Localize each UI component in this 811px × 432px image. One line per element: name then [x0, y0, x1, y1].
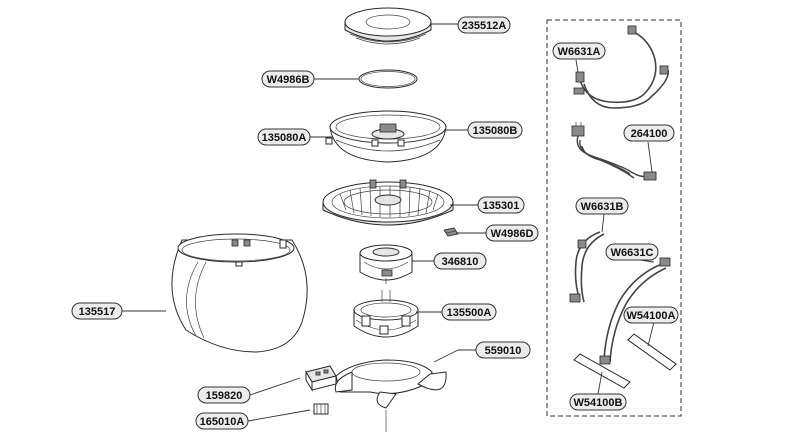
svg-text:135517: 135517 — [79, 306, 116, 318]
part-W54100A-drawing — [627, 333, 677, 371]
part-W6631C-drawing — [599, 257, 671, 365]
part-W54100B-drawing — [573, 353, 631, 389]
label-W54100B: W54100B — [569, 393, 627, 411]
svg-text:135080A: 135080A — [262, 132, 307, 144]
label-135301: 135301 — [477, 196, 525, 214]
svg-text:264100: 264100 — [631, 128, 668, 140]
label-W54100A: W54100A — [623, 306, 679, 324]
label-264100: 264100 — [623, 124, 675, 142]
svg-text:159820: 159820 — [206, 390, 243, 402]
part-135080-bowl-drawing — [325, 110, 447, 163]
label-159820: 159820 — [197, 386, 251, 404]
part-165010A-drawing — [313, 403, 329, 415]
part-W4986B-drawing — [358, 69, 418, 89]
part-W4986D-drawing — [443, 227, 459, 237]
svg-text:135500A: 135500A — [447, 307, 492, 319]
label-559010: 559010 — [475, 341, 531, 359]
label-W4986B: W4986B — [261, 70, 315, 88]
part-W6631A-drawing — [573, 25, 669, 109]
label-W6631B: W6631B — [575, 197, 629, 215]
svg-text:W54100A: W54100A — [627, 310, 676, 322]
part-235512A-drawing — [344, 7, 432, 45]
part-559010-drawing — [334, 359, 447, 432]
label-135080A: 135080A — [257, 128, 311, 146]
svg-text:235512A: 235512A — [462, 20, 507, 32]
svg-text:W54100B: W54100B — [574, 397, 623, 409]
part-135500A-drawing — [353, 290, 419, 338]
svg-text:135080B: 135080B — [473, 125, 518, 137]
svg-text:W4986D: W4986D — [491, 228, 534, 240]
svg-text:559010: 559010 — [485, 345, 522, 357]
label-135080B: 135080B — [467, 121, 523, 139]
wiring-kit-box — [546, 19, 682, 417]
part-W6631B-drawing — [569, 231, 605, 303]
label-W6631C: W6631C — [605, 243, 659, 261]
svg-text:346810: 346810 — [442, 256, 479, 268]
label-135500A: 135500A — [441, 303, 497, 321]
part-135517-drawing — [171, 233, 308, 353]
part-135301-drawing — [322, 179, 454, 226]
svg-text:165010A: 165010A — [200, 416, 245, 428]
label-235512A: 235512A — [457, 16, 511, 34]
svg-text:W6631B: W6631B — [581, 201, 624, 213]
label-W6631A: W6631A — [552, 42, 606, 60]
label-135517: 135517 — [71, 302, 123, 320]
svg-text:W6631A: W6631A — [558, 46, 601, 58]
part-264100-drawing — [571, 122, 657, 181]
label-165010A: 165010A — [195, 412, 249, 430]
svg-text:W6631C: W6631C — [611, 247, 654, 259]
part-159820-drawing — [305, 365, 337, 392]
svg-text:W4986B: W4986B — [267, 74, 310, 86]
part-346810-drawing — [359, 244, 413, 284]
label-346810: 346810 — [433, 252, 487, 270]
label-W4986D: W4986D — [485, 224, 539, 242]
svg-text:135301: 135301 — [483, 200, 520, 212]
